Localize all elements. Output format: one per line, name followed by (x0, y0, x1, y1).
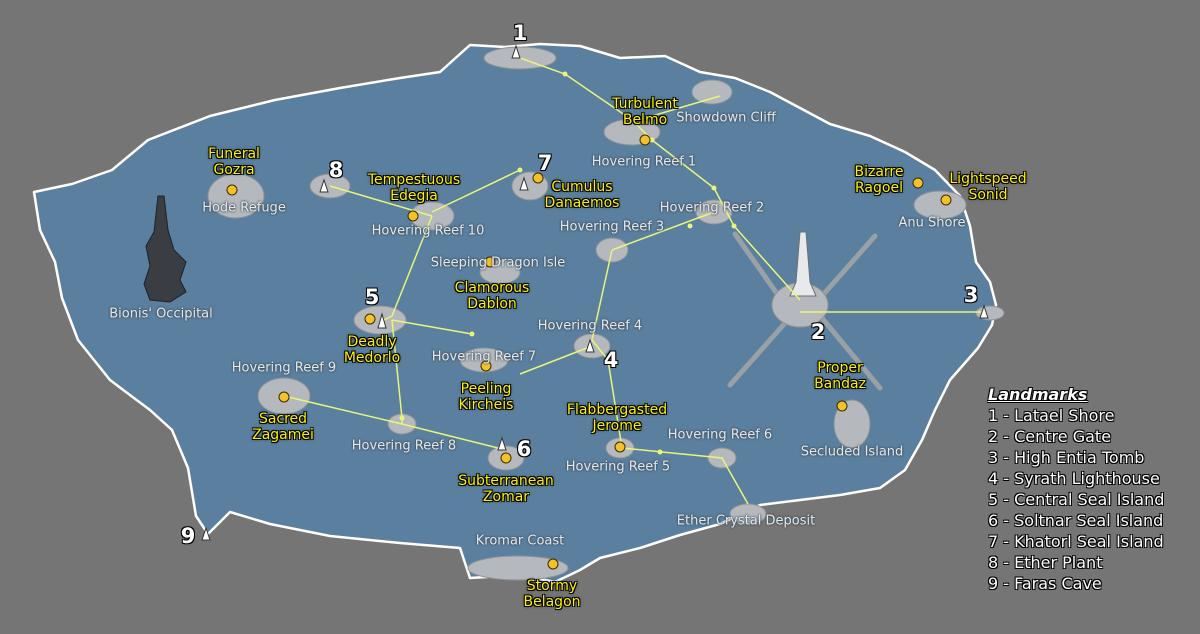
legend-item: 7 - Khatorl Seal Island (988, 532, 1164, 551)
legend-title: Landmarks (988, 385, 1088, 404)
legend-item: 6 - Soltnar Seal Island (988, 511, 1164, 530)
legend-item: 9 - Faras Cave (988, 574, 1102, 593)
route-nodes (399, 71, 737, 455)
marker-deadly-medorlo (364, 313, 376, 325)
marker-lightspeed-sonid (940, 194, 952, 206)
marker-funeral-gozra (226, 184, 238, 196)
landmarks-legend: Landmarks 1 - Latael Shore 2 - Centre Ga… (988, 384, 1164, 594)
marker-cumulus-danaemos (532, 172, 544, 184)
centre-gate-tower (789, 231, 817, 297)
legend-item: 2 - Centre Gate (988, 427, 1112, 446)
map-area (32, 42, 998, 584)
legend-item: 3 - High Entia Tomb (988, 448, 1145, 467)
marker-sacred-zagamei (278, 391, 290, 403)
marker-stormy-belagon (547, 558, 559, 570)
marker-clamorous-dablon (484, 256, 496, 268)
landmark-icons (201, 44, 989, 541)
islands (207, 46, 1005, 581)
legend-item: 5 - Central Seal Island (988, 490, 1165, 509)
marker-flabbergasted-jerome (614, 441, 626, 453)
marker-turbulent-belmo (639, 134, 651, 146)
marker-subterranean-zomar (500, 452, 512, 464)
centre-gate-spokes (727, 231, 883, 391)
legend-item: 8 - Ether Plant (988, 553, 1103, 572)
marker-tempestuous-edegia (407, 210, 419, 222)
legend-item: 1 - Latael Shore (988, 406, 1115, 425)
legend-item: 4 - Syrath Lighthouse (988, 469, 1160, 488)
bionis-occipital-spire (143, 195, 187, 303)
marker-bizarre-ragoel (912, 177, 924, 189)
monster-markers (226, 134, 952, 570)
marker-proper-bandaz (836, 400, 848, 412)
marker-peeling-kircheis (480, 360, 492, 372)
